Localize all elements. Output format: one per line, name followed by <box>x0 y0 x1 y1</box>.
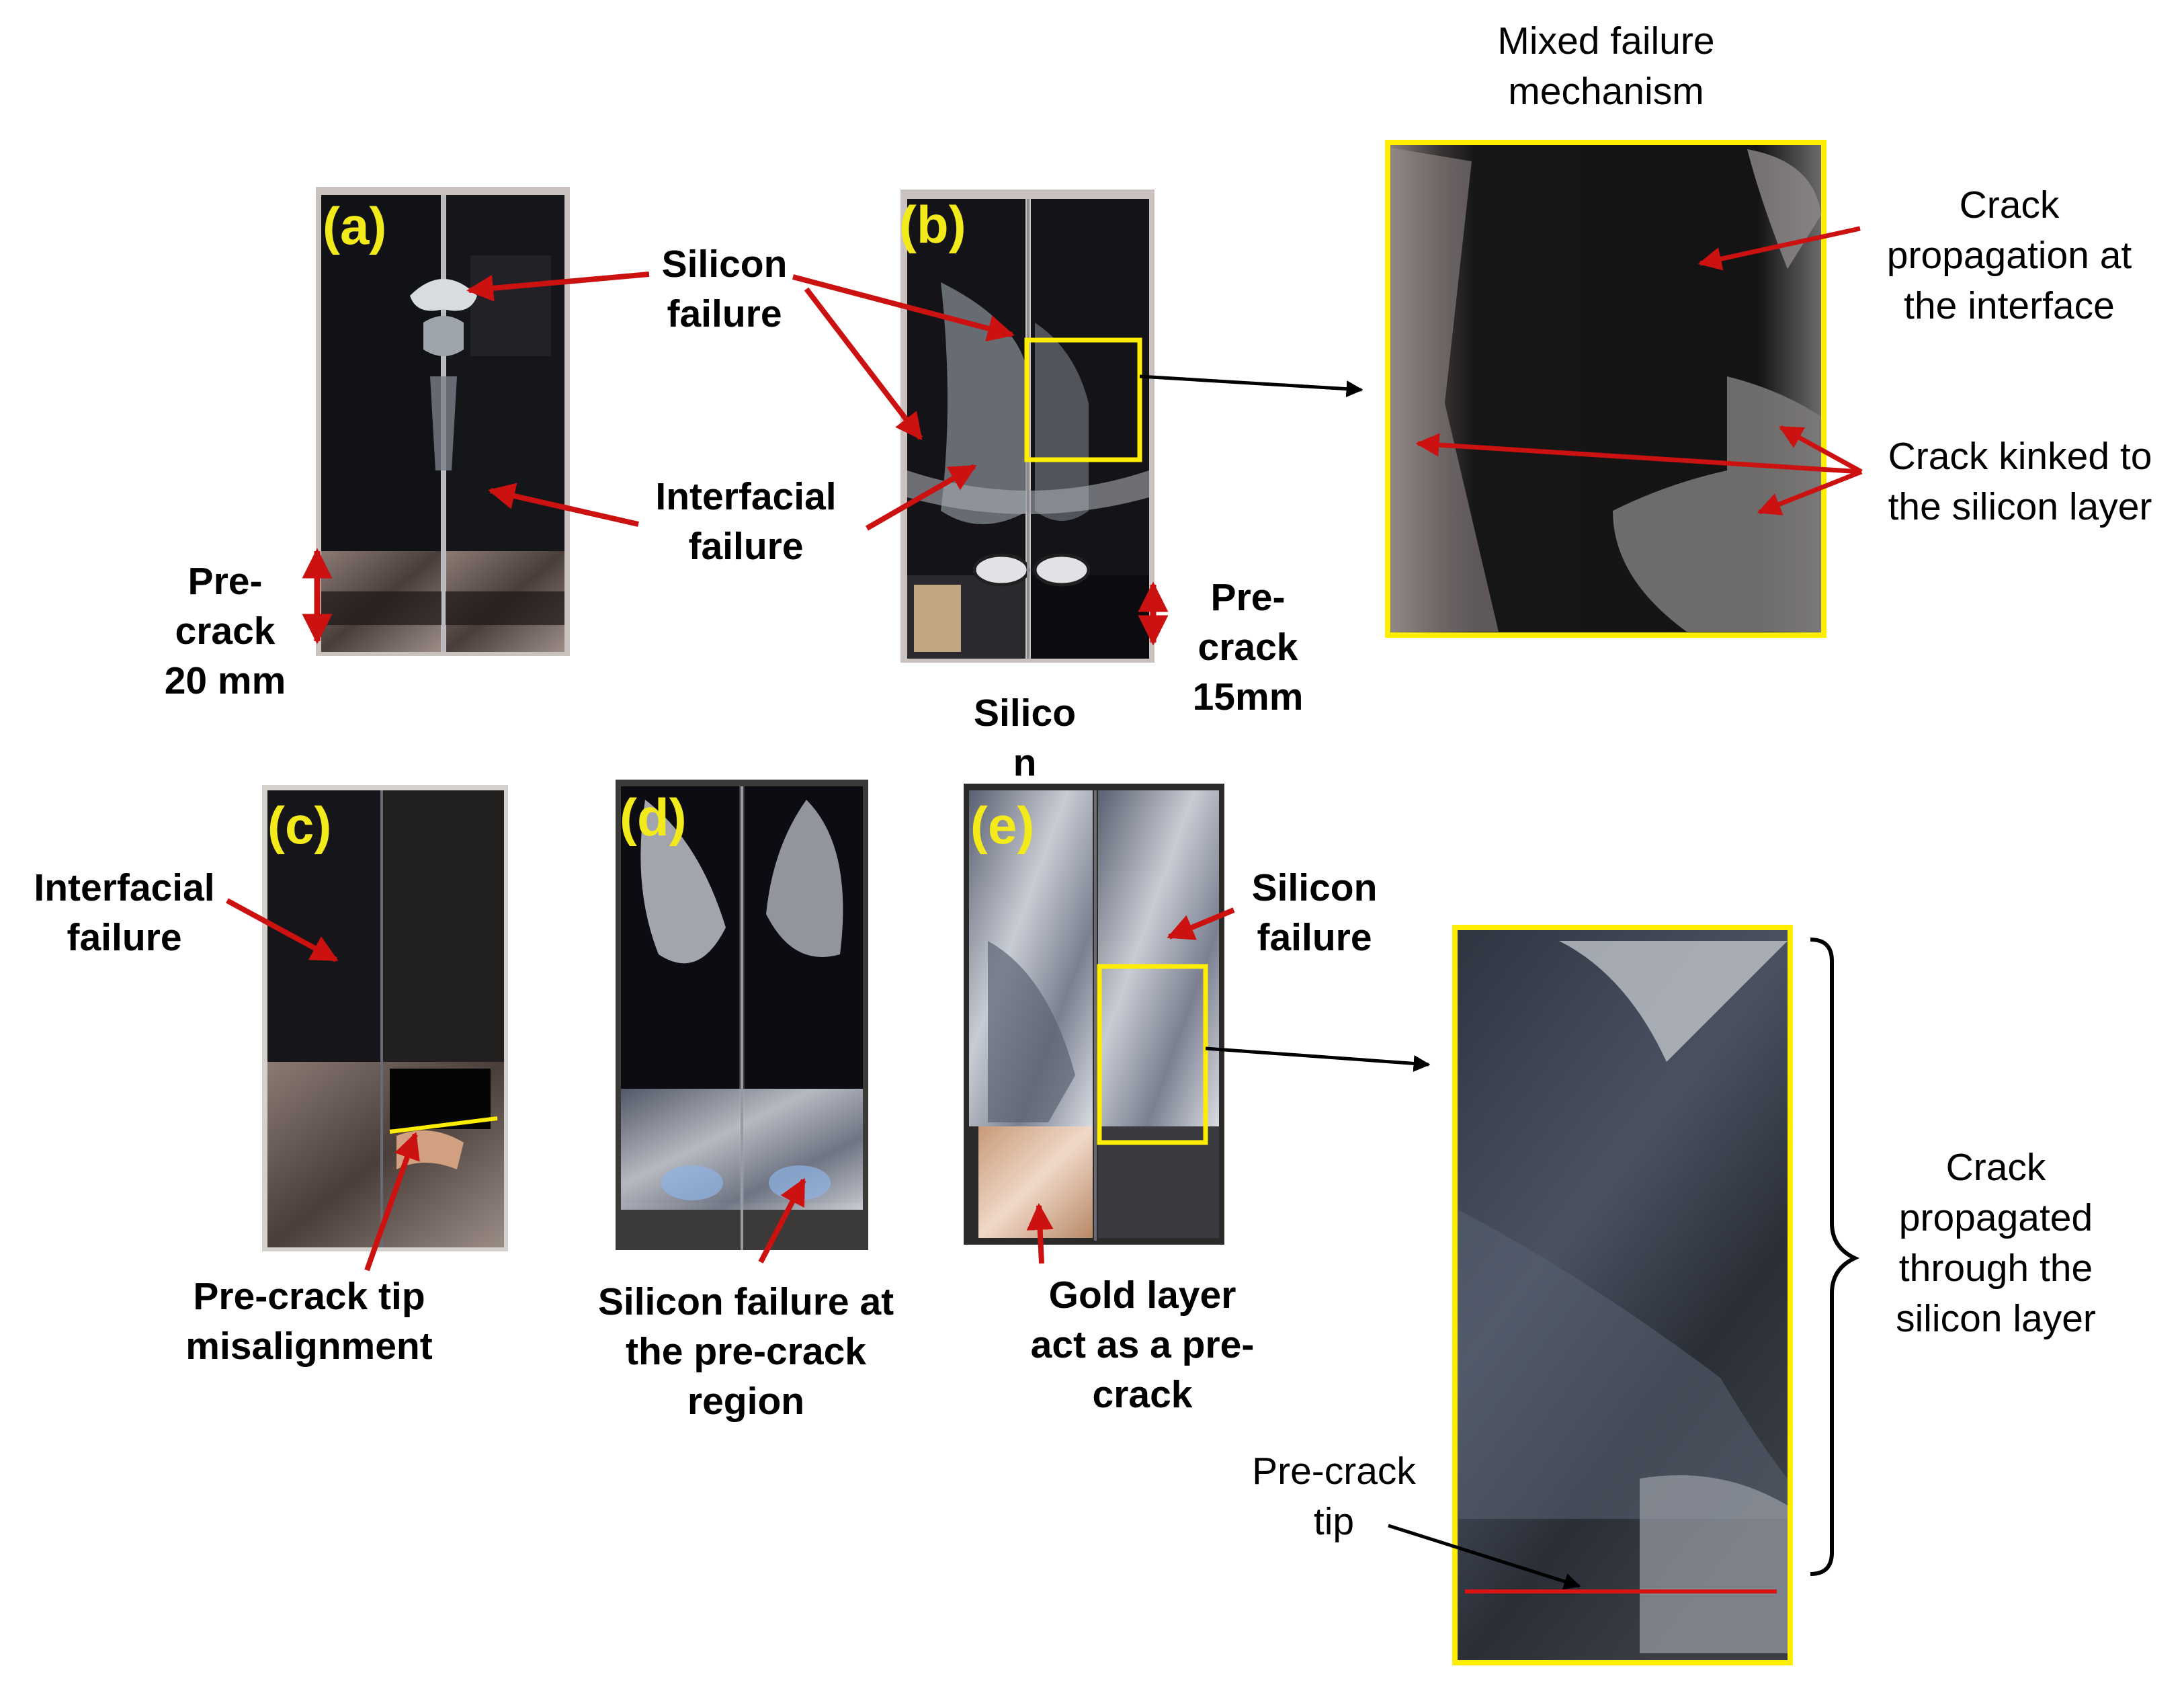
arrow-gold-layer-e <box>1026 1203 1054 1264</box>
arrow-silicon-failure-d <box>758 1177 806 1263</box>
brace-crack-propagated <box>1810 938 1860 1576</box>
pre-crack-tip-line-c <box>389 1116 498 1134</box>
zoom-image-mixed-failure <box>1385 140 1826 638</box>
highlight-box-e <box>1097 964 1208 1145</box>
sample-photo-c <box>262 785 508 1251</box>
arrow-silicon-failure-e <box>1167 907 1235 940</box>
arrow-silicon-failure-a <box>466 272 650 302</box>
arrow-silicon-failure-b-left <box>804 287 923 441</box>
panel-label-d: (d) <box>620 788 687 847</box>
arrow-crack-kinked-upper <box>1778 425 1863 474</box>
callout-arrow-top <box>1139 374 1363 398</box>
arrow-crack-kinked-lower <box>1757 469 1863 515</box>
arrow-silicon-failure-b-top <box>792 274 1015 342</box>
panel-label-e: (e) <box>970 796 1035 855</box>
panel-label-c: (c) <box>267 796 332 855</box>
panel-label-b: (b) <box>899 195 966 254</box>
sample-photo-e <box>964 784 1224 1245</box>
arrow-interfacial-failure-c <box>226 898 339 962</box>
sample-photo-b <box>900 190 1154 663</box>
arrow-interfacial-failure-b <box>866 464 977 531</box>
callout-arrow-bottom <box>1205 1046 1431 1072</box>
arrow-crack-propagation-interface <box>1697 226 1861 271</box>
sample-photo-a <box>316 187 570 656</box>
panel-label-a: (a) <box>323 196 387 255</box>
arrow-crack-kinked-long <box>1415 433 1862 474</box>
arrow-interfacial-failure-a <box>488 483 639 527</box>
highlight-box-b <box>1024 337 1142 462</box>
sample-photo-d <box>616 780 868 1250</box>
zoom-image-through-silicon <box>1452 925 1793 1665</box>
arrow-pre-crack-tip-zoom <box>1388 1524 1581 1590</box>
arrow-pre-crack-tip-c <box>364 1132 420 1272</box>
